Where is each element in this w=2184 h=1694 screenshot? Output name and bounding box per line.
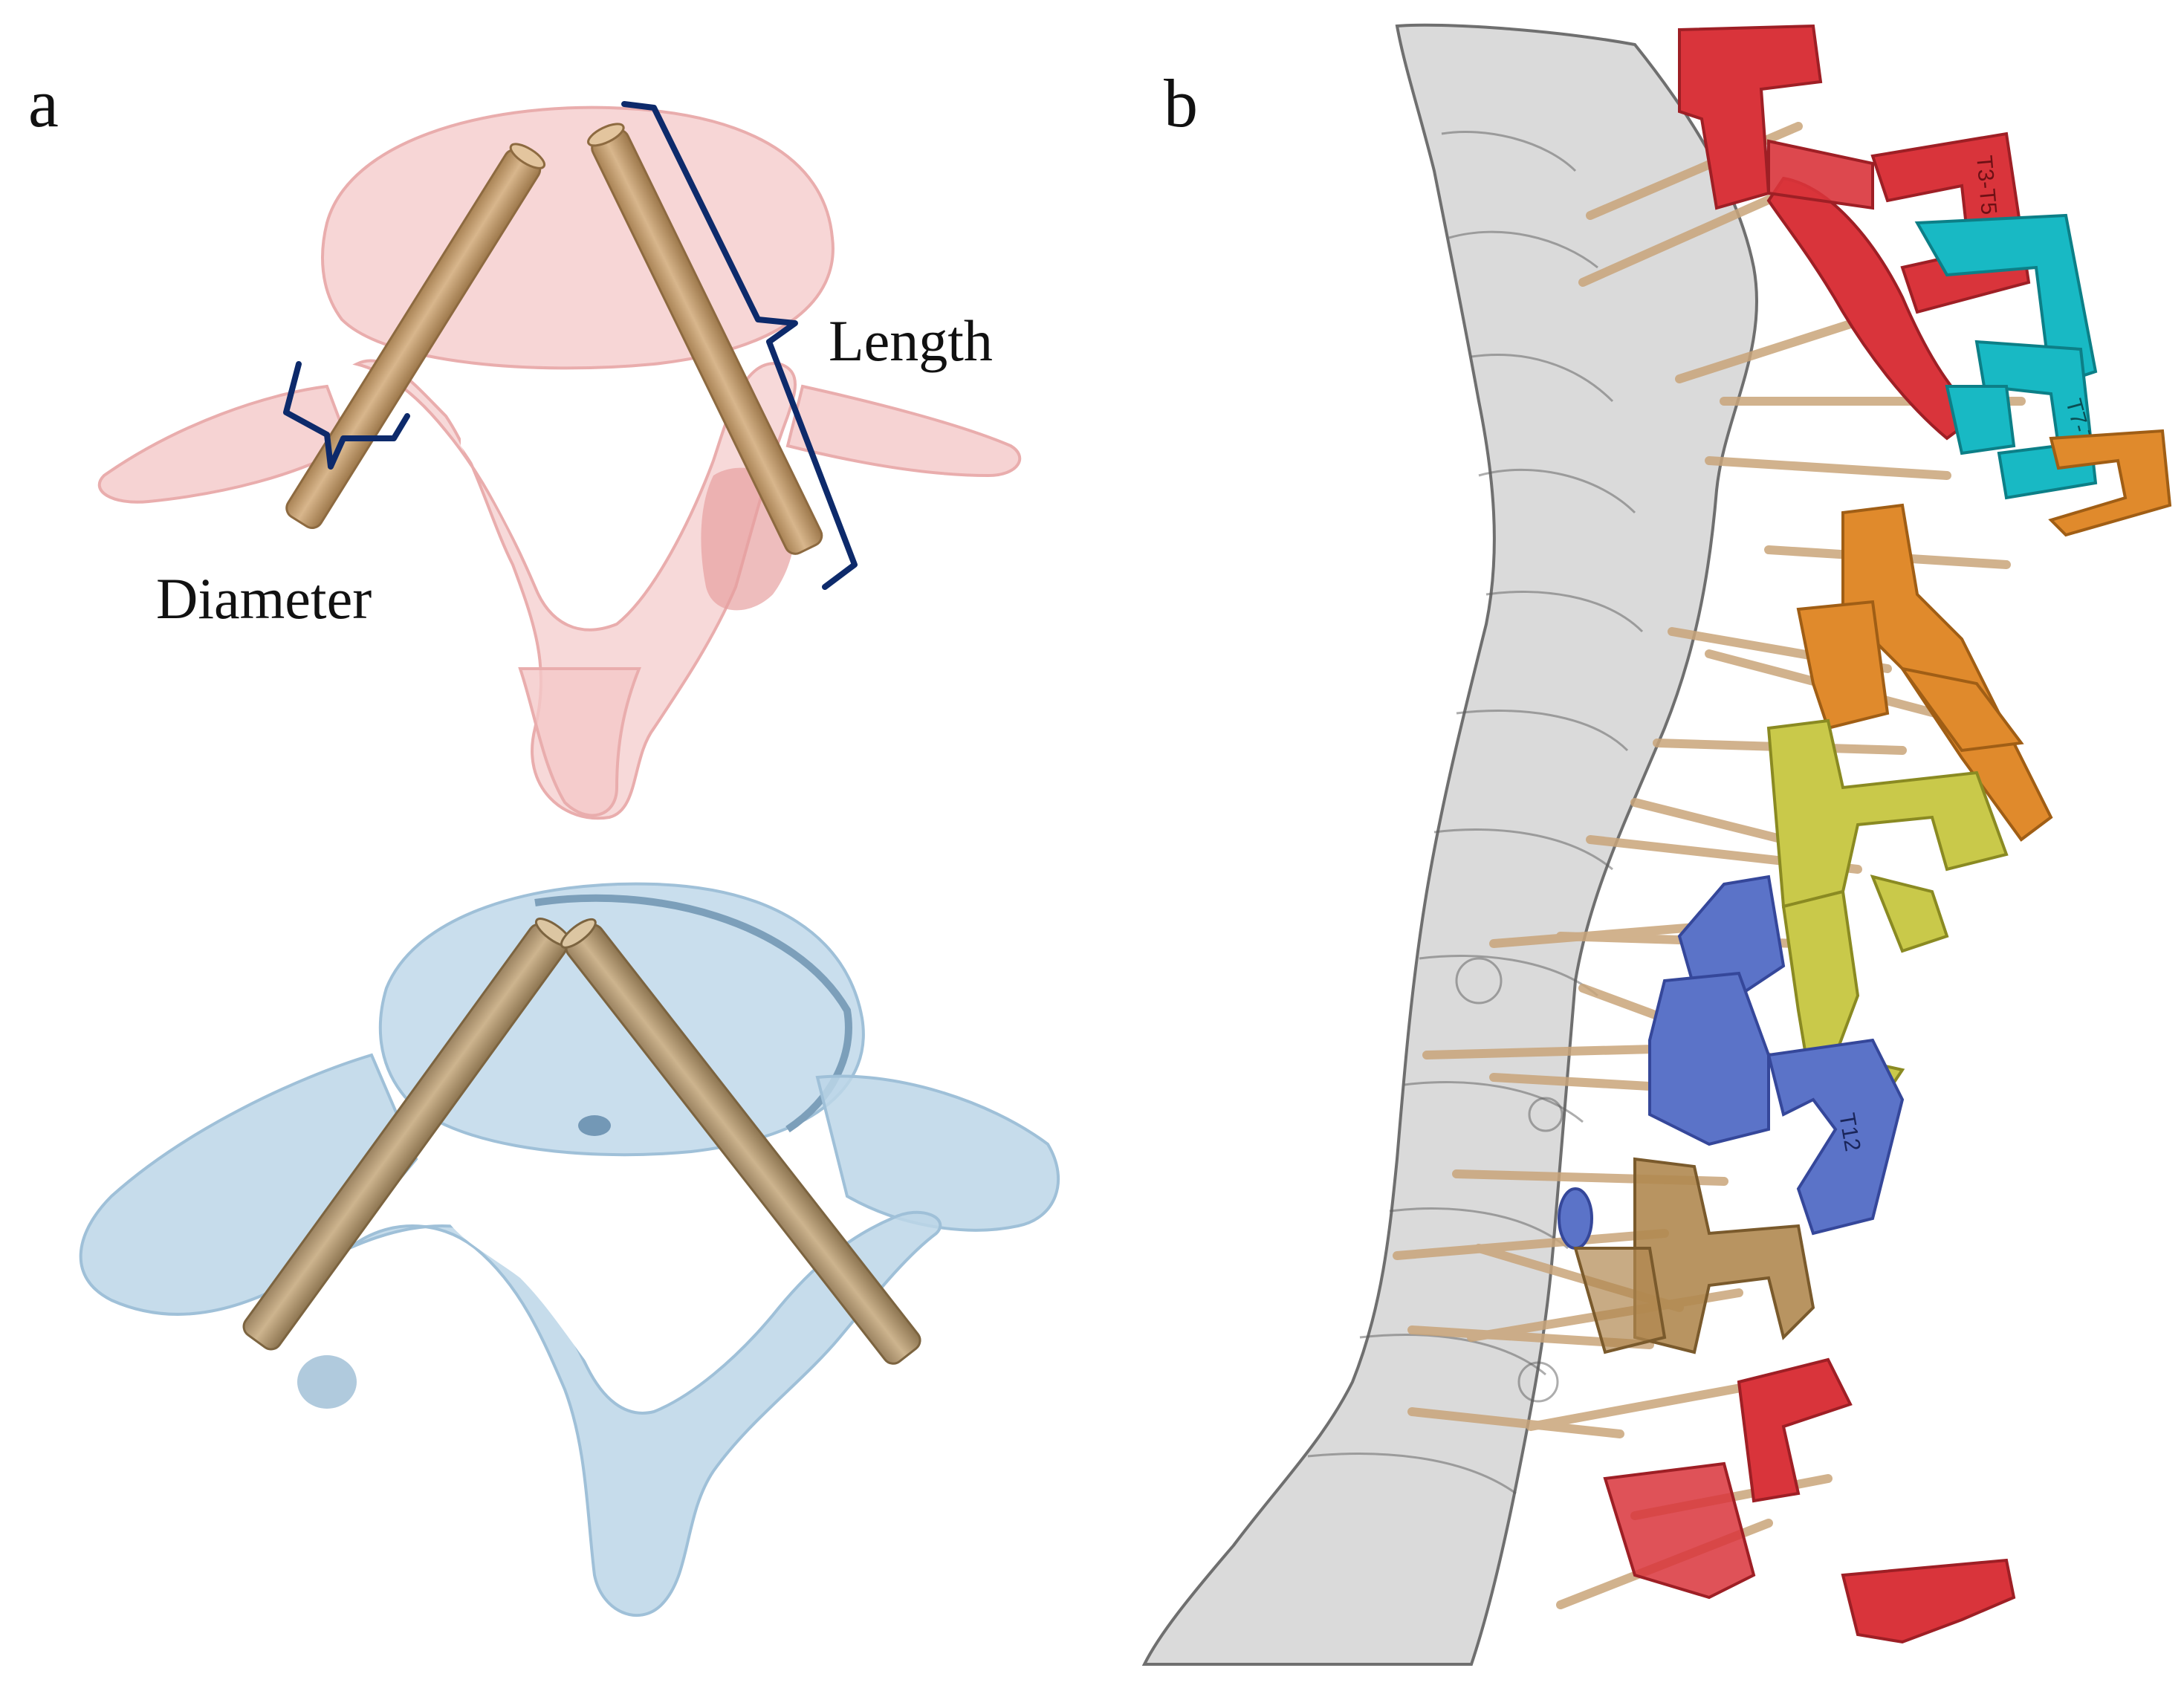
guide-blue (1558, 874, 1905, 1250)
vertebra-top-spinous (518, 667, 641, 817)
vertebra-bottom-shade-left (297, 1355, 357, 1409)
panel-a: a Diameter Lengt (28, 65, 1060, 1617)
panel-b-letter: b (1164, 65, 1198, 141)
guide-red-top (1678, 24, 2031, 441)
guide-red-bottom (1603, 1357, 2016, 1644)
vertebra-bottom (79, 882, 1060, 1617)
label-length: Length (829, 308, 993, 373)
screw-top-right (587, 123, 823, 555)
vertebra-bottom-shade-mid (578, 1115, 611, 1136)
spine-model (1141, 23, 1758, 1666)
vertebra-top (97, 106, 1022, 820)
guide-orange (1796, 429, 2172, 842)
guide-tan (1573, 1157, 1815, 1354)
label-diameter: Diameter (156, 566, 372, 631)
panel-b: b (1141, 23, 2172, 1666)
length-bracket (621, 101, 858, 590)
guide-red-top-label: T3-T5 (1971, 155, 2001, 216)
bracket-icon (283, 361, 410, 470)
guide-yellow (1766, 718, 2009, 1117)
vertebra-bottom-canal (446, 1179, 773, 1399)
screw-top-left (285, 143, 546, 529)
screw-bottom-right (560, 918, 921, 1365)
panel-a-letter: a (28, 65, 59, 141)
vertebra-top-canal (461, 386, 699, 615)
spine-contours (1307, 131, 1644, 1495)
vertebra-bottom-right-process (815, 1074, 1060, 1232)
vertebra-top-right-process (785, 384, 1022, 478)
